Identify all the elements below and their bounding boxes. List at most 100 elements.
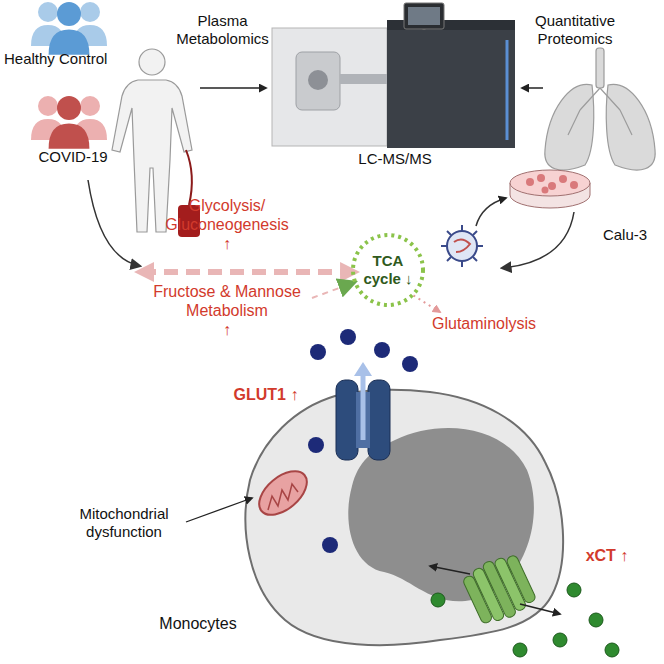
glut1-transporter: [368, 380, 390, 460]
blood-bag: [186, 150, 192, 205]
petri-dish: [542, 187, 549, 194]
pathway-label: Glutaminolysis: [432, 314, 562, 333]
node-text: Glycolysis/ Gluconeogenesis: [142, 196, 312, 234]
input-arrow: [200, 87, 266, 89]
flow-arrow: [88, 180, 574, 268]
node-text: Monocytes: [148, 614, 248, 633]
xct-arrow: [430, 566, 470, 574]
glucose-dot: [310, 344, 326, 360]
virus: [473, 231, 477, 235]
pathway-label: Glycolysis/ Gluconeogenesis↑: [142, 196, 312, 272]
node-text: ↑: [142, 234, 312, 253]
node-text: Calu-3: [592, 226, 658, 244]
petri-dish: [510, 170, 590, 196]
mitochondrion: [251, 463, 314, 524]
glucose-dot: [308, 437, 338, 553]
healthy-people-icon: [31, 2, 107, 55]
xct-arrow: [430, 566, 560, 614]
xct-transporter: [460, 550, 539, 629]
virus: [441, 225, 483, 267]
virus: [441, 225, 483, 267]
method-label: Quantitative Proteomics: [525, 12, 625, 48]
lung: [606, 84, 655, 170]
petri-dish: [548, 182, 556, 190]
virus: [447, 231, 477, 261]
group-label: COVID-19: [28, 148, 118, 166]
petri-dish: [559, 175, 567, 183]
mass-spectrometer: [296, 52, 340, 110]
glut1-transporter: [354, 362, 372, 376]
group-label: Healthy Control: [4, 50, 134, 68]
lung: [568, 88, 632, 135]
cell-line-label: Calu-3: [592, 226, 658, 244]
glucose-dot: [308, 437, 324, 453]
virus: [447, 257, 451, 261]
node-text: ↑: [142, 320, 312, 339]
cystine-dot: [431, 593, 445, 607]
virus: [473, 257, 477, 261]
cystine-dot: [567, 583, 581, 597]
flow-connector: [413, 295, 440, 312]
mass-spectrometer: [308, 70, 328, 90]
virus: [447, 231, 451, 235]
monocyte-cell: [245, 390, 563, 645]
instrument-label: LC-MS/MS: [345, 150, 445, 168]
lung: [545, 84, 594, 170]
glucose-dot: [322, 537, 338, 553]
glut1-transporter: [336, 380, 358, 460]
cystine-dot: [513, 643, 527, 657]
mass-spectrometer: [408, 7, 440, 25]
mitochondria-leader: [186, 498, 252, 522]
pathway-label: Fructose & Mannose Metabolism↑: [142, 282, 312, 340]
covid-people-icon: [31, 96, 107, 149]
node-text: Glutaminolysis: [432, 314, 562, 333]
petri-dish: [537, 174, 545, 182]
mitochondria-leader: [186, 498, 252, 522]
callout-label: Mitochondrial dysfunction: [68, 505, 180, 541]
cystine-dot: [553, 633, 567, 647]
lung: [596, 48, 604, 88]
node-text: Fructose & Mannose Metabolism: [142, 282, 312, 320]
flow-connector: [142, 269, 352, 275]
virus: [454, 239, 470, 252]
covid-people-icon: [49, 96, 90, 149]
lung: [545, 48, 655, 170]
cycle-circle: TCA cycle ↓: [350, 232, 426, 308]
infection-arrow: [476, 198, 506, 226]
infection-arrow: [476, 198, 506, 226]
patient-figure: [139, 49, 165, 75]
glut1-transporter: [361, 372, 366, 440]
glucose-dot: [402, 356, 418, 372]
patient-figure: [112, 49, 192, 232]
node-text: TCA cycle ↓: [358, 252, 418, 288]
input-arrow: [522, 87, 543, 89]
xct-arrow: [520, 604, 560, 614]
mass-spectrometer: [387, 20, 515, 148]
mass-spectrometer: [506, 40, 509, 140]
flow-connector: [312, 282, 354, 298]
cystine-dot: [605, 643, 619, 657]
cycle-ring: [353, 235, 423, 305]
glucose-dot: [340, 329, 356, 345]
monocyte-cell: [245, 390, 563, 645]
mass-spectrometer: [272, 3, 515, 148]
petri-dish: [510, 170, 590, 208]
mass-spectrometer: [272, 28, 387, 146]
petri-dish: [526, 178, 534, 186]
method-label: Plasma Metabolomics: [175, 12, 270, 48]
petri-dish: [570, 181, 578, 189]
flow-arrow: [502, 212, 574, 268]
cystine-dot: [589, 613, 603, 627]
xct-transporter: [506, 554, 537, 604]
mass-spectrometer: [340, 74, 387, 84]
glut1-transporter: [336, 362, 390, 460]
flow-arrow: [88, 180, 140, 266]
transporter-label: xCT ↑: [572, 546, 642, 565]
mitochondrion: [268, 484, 298, 510]
healthy-people-icon: [49, 2, 90, 55]
glucose-dot: [374, 342, 390, 358]
cell-type-label: Monocytes: [148, 614, 248, 633]
